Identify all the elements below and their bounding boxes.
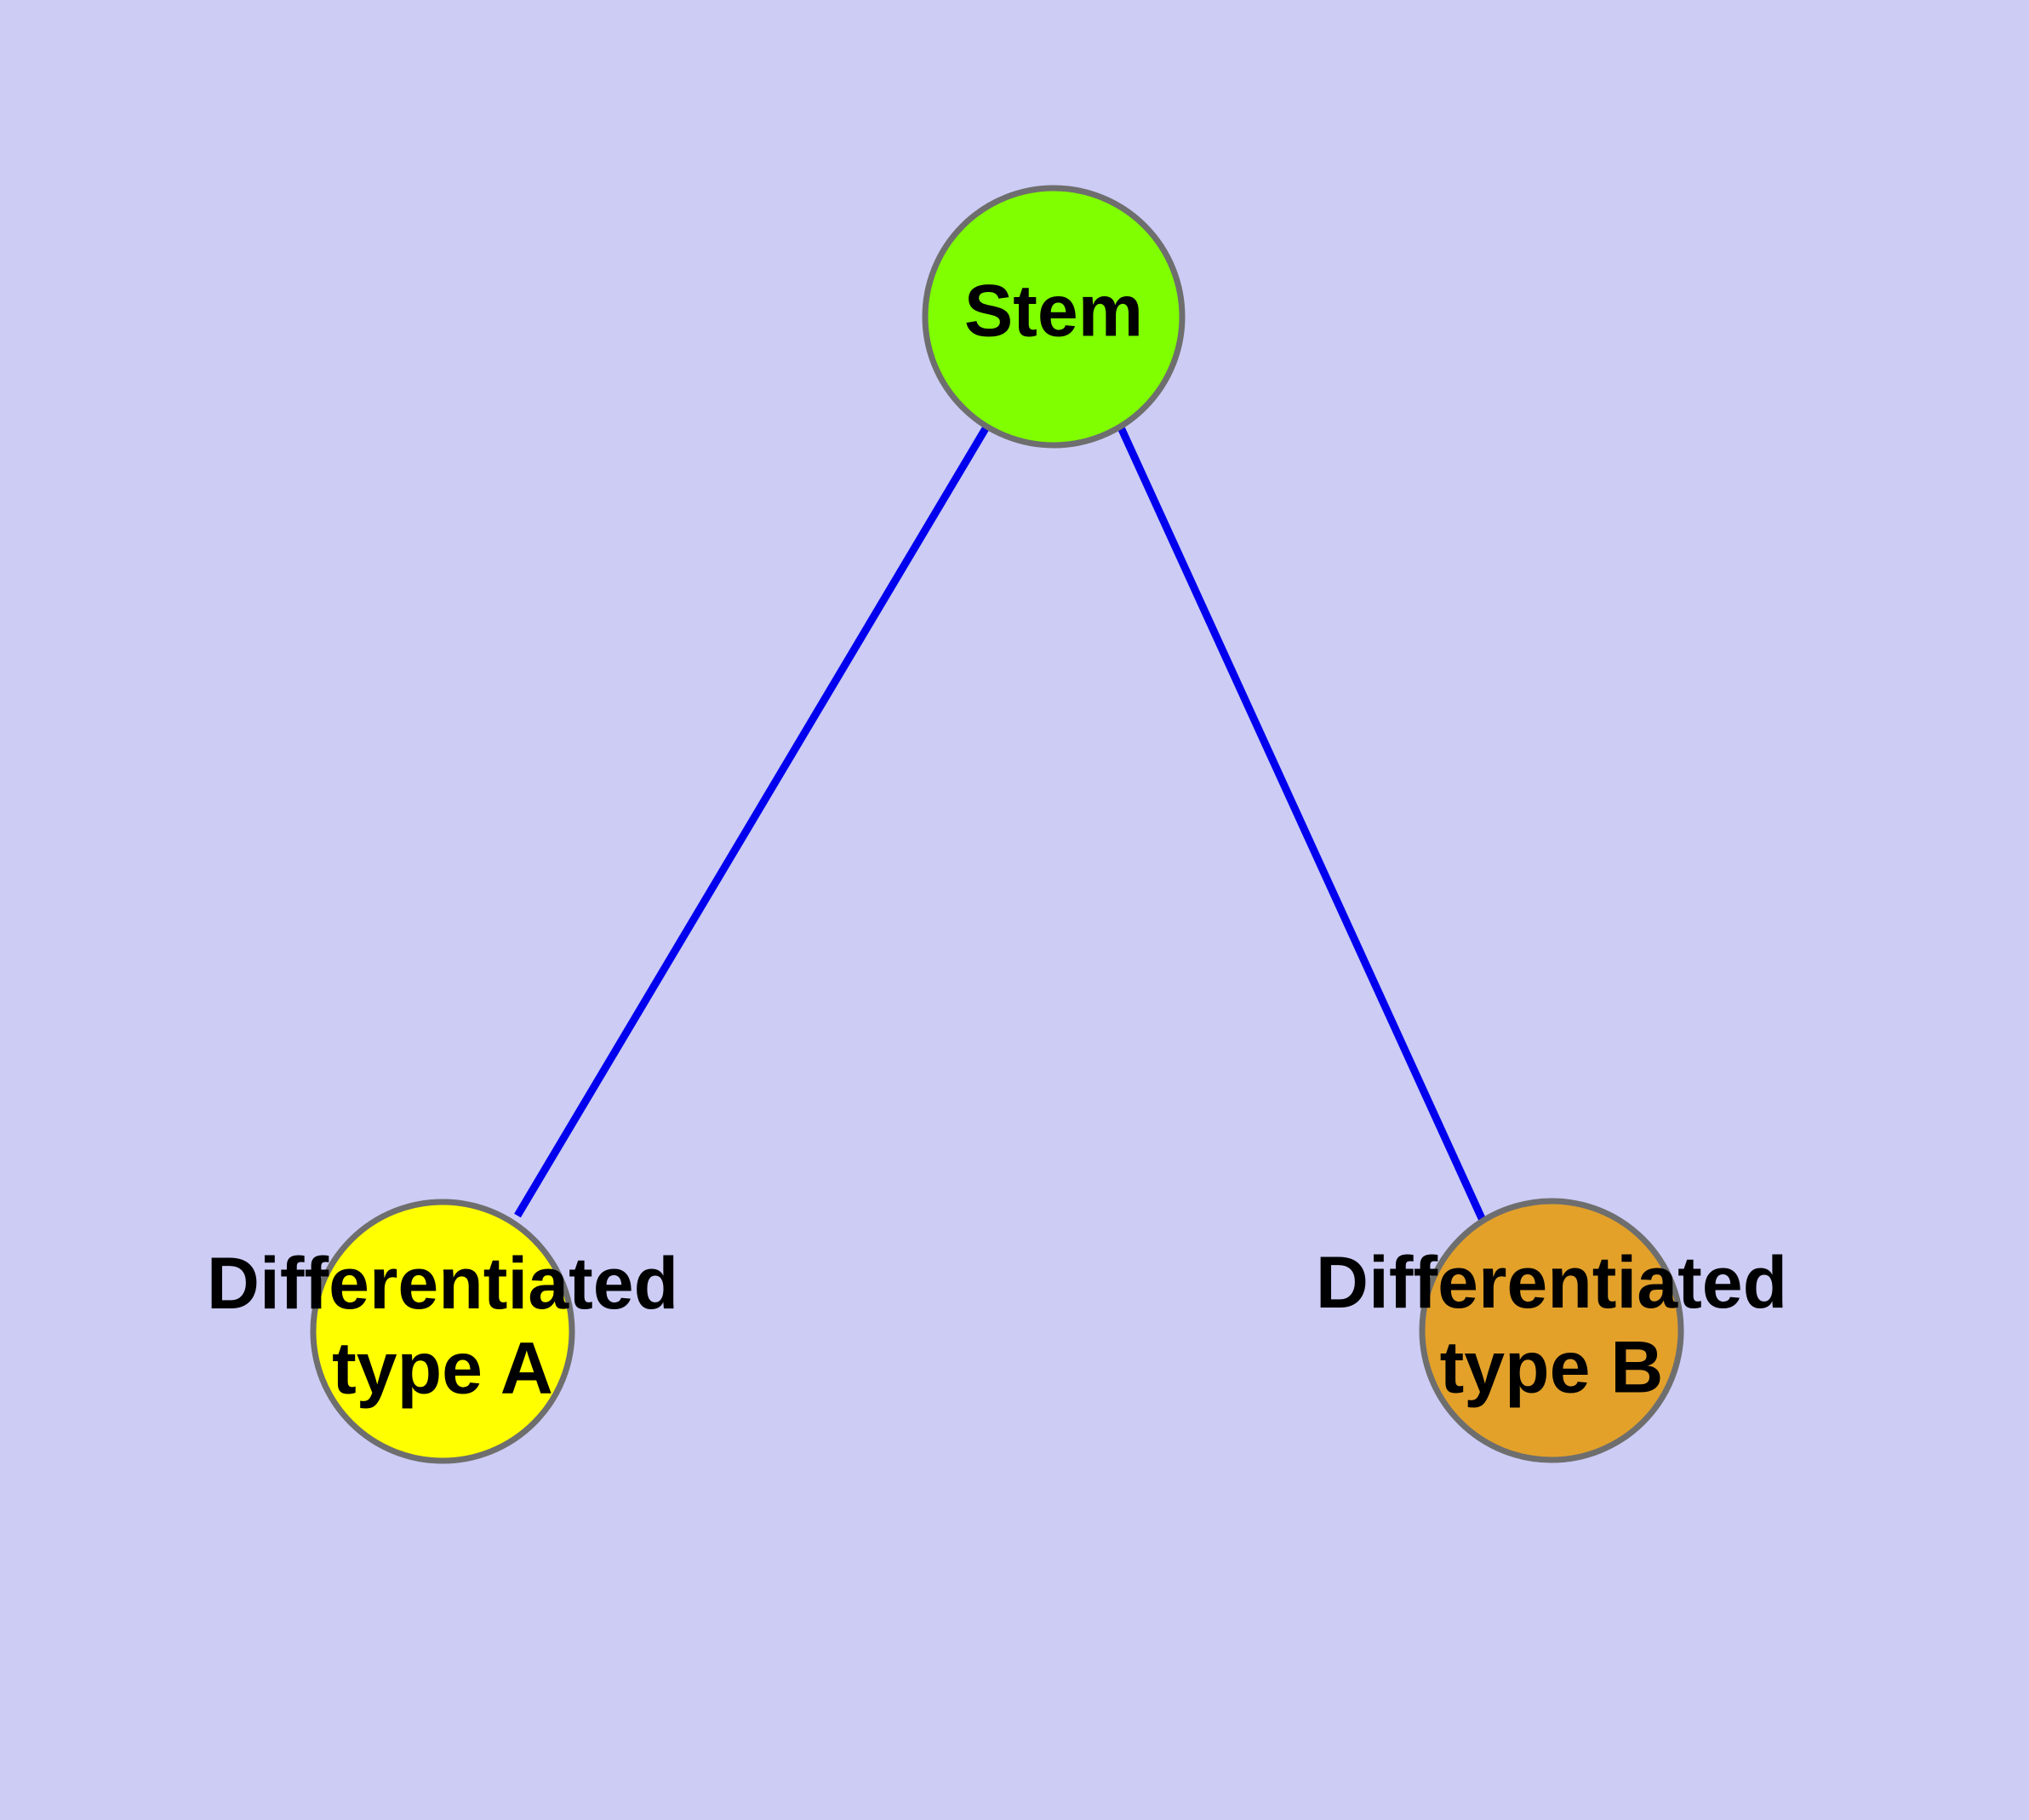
node-label-line: Differentiated [207, 1243, 678, 1325]
node-label-line: Stem [964, 271, 1143, 352]
node-stem[interactable] [922, 185, 1186, 449]
node-label-line: type A [332, 1328, 553, 1410]
node-diff_b[interactable] [1419, 1198, 1684, 1463]
node-circle-stem[interactable] [922, 185, 1186, 449]
node-label-line: type B [1440, 1327, 1664, 1409]
edges-layer [514, 423, 1489, 1228]
edge-stem-diff-b [1116, 424, 1489, 1228]
node-label-stem: Stem [964, 271, 1143, 352]
node-label-line: Differentiated [1316, 1242, 1787, 1324]
node-circle-diff_a[interactable] [310, 1199, 575, 1464]
node-diff_a[interactable] [310, 1199, 575, 1464]
edge-stem-diff-a [514, 423, 991, 1218]
node-circle-diff_b[interactable] [1419, 1198, 1684, 1463]
